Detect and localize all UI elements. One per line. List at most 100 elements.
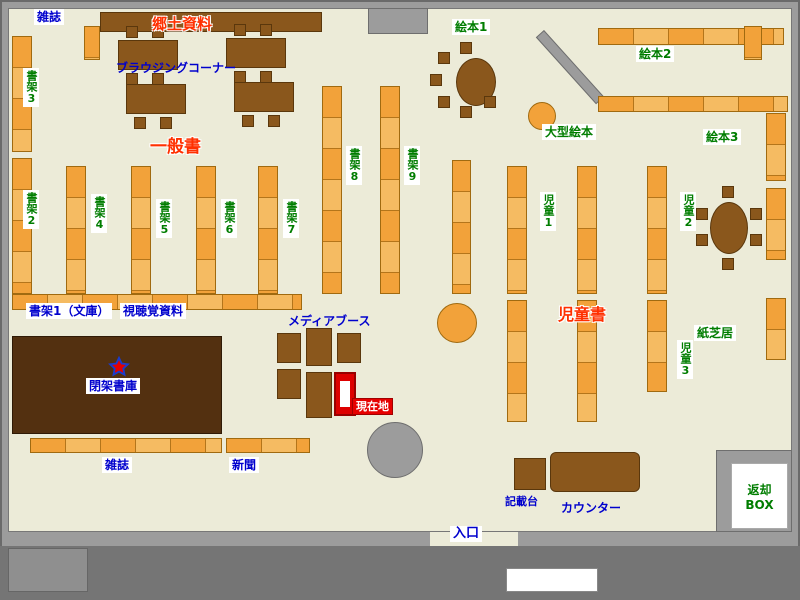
outside-area bbox=[0, 546, 800, 600]
label-counter: カウンター bbox=[561, 501, 622, 515]
label-shelf-1-bunko: 書架1（文庫） bbox=[26, 303, 113, 319]
chair bbox=[696, 208, 708, 220]
label-closed-stacks: 閉架書庫 bbox=[86, 378, 141, 394]
label-entrance: 入口 bbox=[450, 526, 483, 542]
chair bbox=[460, 106, 472, 118]
chair bbox=[750, 208, 762, 220]
label-local-materials: 郷土資料 bbox=[152, 15, 213, 33]
label-picture-books-2: 絵本2 bbox=[636, 46, 675, 62]
label-kamishibai: 紙芝居 bbox=[694, 325, 737, 341]
label-shelf-3: 書架3 bbox=[23, 68, 39, 107]
chair bbox=[460, 42, 472, 54]
media-booth-seat bbox=[277, 369, 301, 399]
label-children-books: 児童書 bbox=[558, 305, 607, 324]
media-booth-seat bbox=[337, 333, 361, 363]
media-booth-seat bbox=[277, 333, 301, 363]
label-general-books: 一般書 bbox=[150, 137, 201, 157]
chair bbox=[722, 258, 734, 270]
bookshelf-7 bbox=[258, 166, 278, 294]
chair bbox=[260, 24, 272, 36]
chair bbox=[750, 234, 762, 246]
picture-books-3-shelf bbox=[598, 96, 788, 112]
label-browsing-corner: ブラウジングコーナー bbox=[116, 61, 237, 75]
media-booth-seat bbox=[306, 372, 332, 418]
magazine-top-shelf bbox=[84, 26, 100, 60]
return-box-label-line1: 返却 bbox=[747, 482, 772, 497]
outside-bottom-panel bbox=[506, 568, 598, 592]
return-box-label-line2: BOX bbox=[745, 497, 774, 512]
kamishibai-shelf bbox=[766, 298, 786, 360]
children-shelf-middle bbox=[577, 166, 597, 294]
counter-desk bbox=[550, 452, 640, 492]
label-av-materials: 視聴覚資料 bbox=[120, 303, 187, 319]
right-wall-shelf-mid bbox=[766, 188, 786, 260]
chair bbox=[234, 71, 246, 83]
right-wall-shelf-upper bbox=[766, 113, 786, 181]
newspaper-shelf bbox=[226, 438, 310, 453]
label-children-1: 児童1 bbox=[540, 192, 556, 231]
chair bbox=[722, 186, 734, 198]
label-writing-stand: 記載台 bbox=[505, 495, 538, 508]
children-shelf-3 bbox=[647, 300, 667, 392]
chair bbox=[242, 115, 254, 127]
label-magazines-bottom: 雑誌 bbox=[102, 457, 133, 473]
bookshelf-middle bbox=[452, 160, 471, 294]
children-shelf-middle-lower bbox=[577, 300, 597, 422]
chair bbox=[234, 24, 246, 36]
label-picture-books-1: 絵本1 bbox=[452, 19, 491, 35]
label-shelf-7: 書架7 bbox=[283, 199, 299, 238]
chair bbox=[438, 52, 450, 64]
corner-shelf-top-right bbox=[744, 26, 762, 60]
label-magazines-top: 雑誌 bbox=[34, 9, 65, 25]
magazine-bottom-shelf bbox=[30, 438, 222, 453]
current-location-booth-inner bbox=[340, 381, 350, 407]
chair bbox=[134, 117, 146, 129]
chair bbox=[152, 73, 164, 85]
chair bbox=[484, 96, 496, 108]
writing-stand bbox=[514, 458, 546, 490]
bookshelf-8 bbox=[322, 86, 342, 294]
chair bbox=[438, 96, 450, 108]
browsing-table bbox=[226, 38, 286, 68]
label-picture-books-3: 絵本3 bbox=[703, 129, 742, 145]
label-large-picture-books: 大型絵本 bbox=[542, 124, 597, 140]
outside-left-structure bbox=[8, 548, 88, 592]
label-shelf-4: 書架4 bbox=[91, 194, 107, 233]
return-box-area: 返却 BOX bbox=[731, 463, 788, 529]
chair bbox=[696, 234, 708, 246]
children-shelf-1 bbox=[507, 166, 527, 294]
label-children-2: 児童2 bbox=[680, 192, 696, 231]
browsing-table bbox=[118, 40, 178, 70]
label-shelf-5: 書架5 bbox=[156, 199, 172, 238]
label-newspapers: 新聞 bbox=[229, 457, 260, 473]
picture-books-2-shelf bbox=[598, 28, 784, 45]
label-shelf-8: 書架8 bbox=[346, 146, 362, 185]
chair bbox=[268, 115, 280, 127]
children-shelf-1-lower bbox=[507, 300, 527, 422]
bookshelf-9 bbox=[380, 86, 400, 294]
children-reading-table bbox=[710, 202, 748, 254]
bookshelf-4 bbox=[66, 166, 86, 294]
chair bbox=[126, 73, 138, 85]
browsing-table bbox=[126, 84, 186, 114]
wall-pillar-top bbox=[368, 8, 428, 34]
label-shelf-2: 書架2 bbox=[23, 190, 39, 229]
chair bbox=[152, 26, 164, 38]
label-children-3: 児童3 bbox=[677, 340, 693, 379]
media-booth-seat bbox=[306, 328, 332, 366]
browsing-table bbox=[234, 82, 294, 112]
children-shelf-2 bbox=[647, 166, 667, 294]
label-current-location: 現在地 bbox=[352, 398, 393, 415]
pillar bbox=[367, 422, 423, 478]
bookshelf-5 bbox=[131, 166, 151, 294]
bookshelf-6 bbox=[196, 166, 216, 294]
label-shelf-6: 書架6 bbox=[221, 199, 237, 238]
label-media-booth: メディアブース bbox=[288, 314, 371, 328]
current-location-booth bbox=[334, 372, 356, 416]
chair bbox=[160, 117, 172, 129]
chair bbox=[430, 74, 442, 86]
chair bbox=[260, 71, 272, 83]
round-table bbox=[437, 303, 477, 343]
star-icon bbox=[108, 356, 130, 377]
